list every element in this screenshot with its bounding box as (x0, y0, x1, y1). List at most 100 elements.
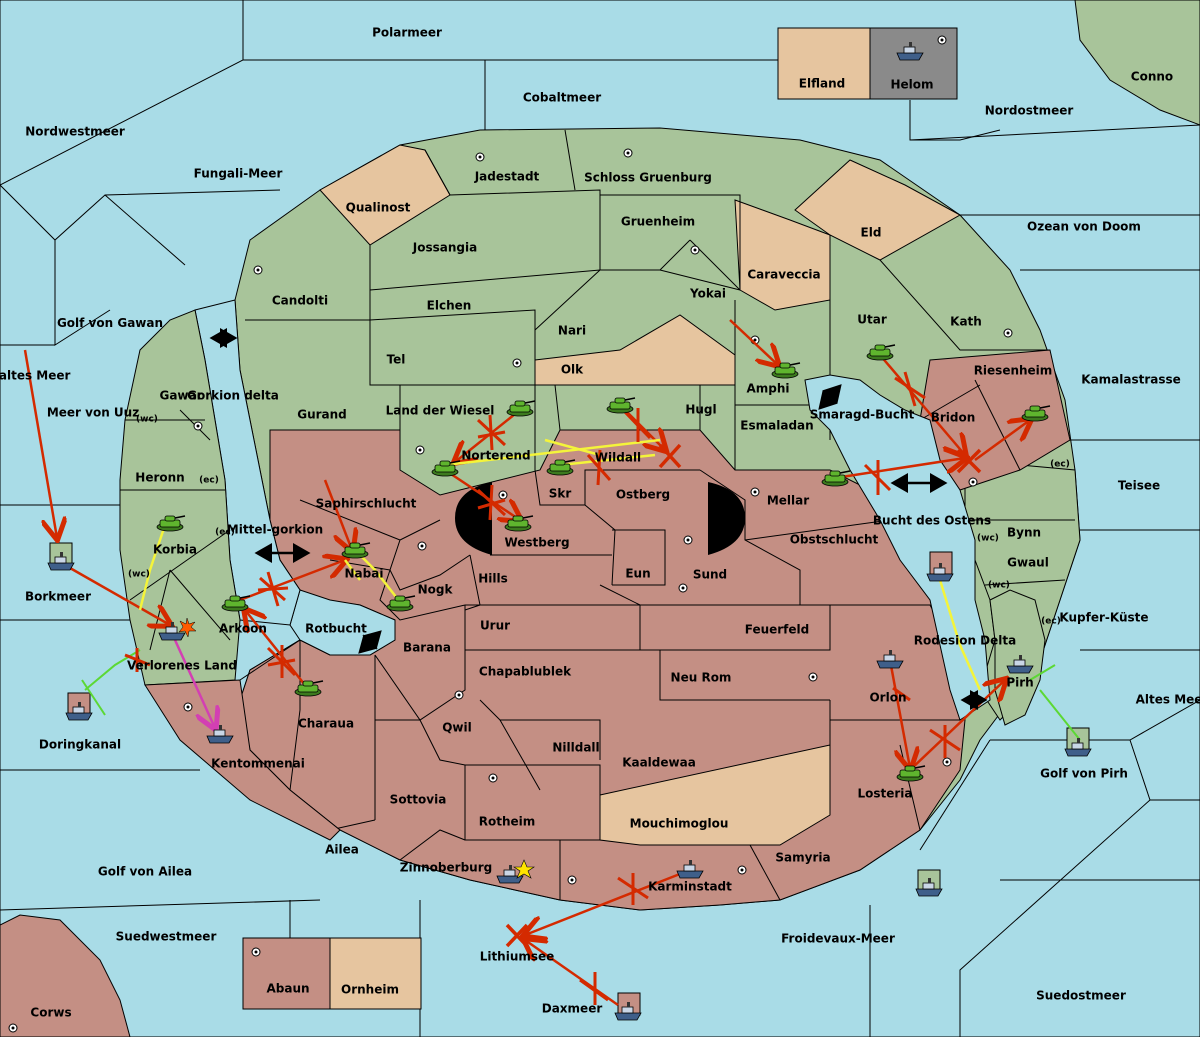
coast-gawar-wc: (wc) (136, 415, 158, 425)
label-nordwestmeer: Nordwestmeer (25, 125, 125, 139)
conno-land (1074, 0, 1200, 126)
coast-korbia-wc: (wc) (128, 570, 150, 580)
label-westberg: Westberg (504, 536, 569, 550)
label-ostberg: Ostberg (616, 488, 670, 502)
label-qwil: Qwil (442, 721, 472, 735)
retreat-order (173, 639, 215, 728)
label-gwaul: Gwaul (1007, 556, 1049, 570)
label-hugl: Hugl (685, 403, 716, 417)
label-corws: Corws (30, 1006, 71, 1020)
smaragd-bucht-sea (804, 374, 991, 721)
corws-land (0, 914, 131, 1037)
label-nilldall: Nilldall (552, 741, 599, 755)
label-tel: Tel (387, 353, 406, 367)
label-conno: Conno (1131, 70, 1173, 84)
label-samyria: Samyria (775, 851, 830, 865)
coast-teisee-ec: (ec) (1050, 460, 1070, 470)
label-polarmeer: Polarmeer (372, 26, 442, 40)
label-fungali-meer: Fungali-Meer (194, 167, 283, 181)
label-sund: Sund (693, 568, 727, 582)
coast-heronn-ec: (ec) (199, 476, 219, 486)
label-smaragd-bucht: Smaragd-Bucht (810, 408, 915, 422)
label-gorkion-delta: Gorkion delta (187, 389, 279, 403)
label-skr: Skr (549, 487, 572, 501)
label-elchen: Elchen (427, 299, 472, 313)
support-orders (138, 438, 982, 691)
label-heronn: Heronn (135, 471, 184, 485)
label-ozean-von-doom: Ozean von Doom (1027, 220, 1141, 234)
label-eun: Eun (625, 567, 650, 581)
label-rotheim: Rotheim (479, 815, 536, 829)
label-golf-von-pirh: Golf von Pirh (1040, 767, 1128, 781)
label-nordostmeer: Nordostmeer (985, 104, 1074, 118)
supply-centers (8, 35, 1013, 1033)
label-altes-meer: Altes Meer (1136, 693, 1200, 707)
province-labels: Polarmeer Cobaltmeer Elfland Helom Conno… (0, 26, 1200, 1020)
label-arkoon: Arkoon (219, 622, 267, 636)
label-golf-von-ailea: Golf von Ailea (98, 865, 192, 879)
label-kupfer-kuste: Kupfer-Küste (1059, 611, 1148, 625)
label-hills: Hills (478, 572, 508, 586)
label-urur: Urur (480, 619, 510, 633)
label-meer-von-uuz: Meer von Uuz (47, 406, 139, 420)
label-korbia: Korbia (153, 543, 197, 557)
label-norterend: Norterend (461, 449, 530, 463)
coast-bynn-wc: (wc) (977, 534, 999, 544)
label-gruenheim: Gruenheim (621, 215, 695, 229)
convoy-orders (81, 649, 1081, 741)
label-bridon: Bridon (931, 411, 976, 425)
label-karminstadt: Karminstadt (648, 880, 732, 894)
label-rotbucht: Rotbucht (305, 622, 367, 636)
label-pirh: Pirh (1006, 676, 1033, 690)
label-borkmeer: Borkmeer (25, 590, 91, 604)
coast-labels: (wc) (ec) (ec) (wc) (ec) (wc) (wc) (ec) (128, 415, 1070, 627)
label-mouchimoglou: Mouchimoglou (630, 817, 729, 831)
canal-east (708, 482, 745, 555)
label-sottovia: Sottovia (390, 793, 447, 807)
label-olk: Olk (561, 363, 584, 377)
coast-gwaul-ec: (ec) (1041, 617, 1061, 627)
label-verlorenes-land: Verlorenes Land (127, 659, 237, 673)
label-bynn: Bynn (1007, 526, 1041, 540)
label-kath: Kath (950, 315, 982, 329)
label-qualinost: Qualinost (346, 201, 411, 215)
label-daxmeer: Daxmeer (542, 1002, 603, 1016)
label-elfland: Elfland (799, 77, 845, 91)
label-ailea: Ailea (325, 843, 359, 857)
label-losteria: Losteria (857, 787, 912, 801)
label-gawar: Gawar (159, 389, 202, 403)
label-lithiumsee: Lithiumsee (480, 950, 555, 964)
coast-gwaul-wc: (wc) (988, 581, 1010, 591)
label-obstschlucht: Obstschlucht (790, 533, 879, 547)
label-utar: Utar (857, 313, 887, 327)
label-bucht-des-ostens: Bucht des Ostens (873, 514, 991, 528)
failed-marks (124, 371, 961, 1005)
label-land-der-wiesel: Land der Wiesel (386, 404, 495, 418)
label-jossangia: Jossangia (412, 241, 477, 255)
label-kentommenai: Kentommenai (211, 757, 305, 771)
label-zinnoberburg: Zinnoberburg (400, 861, 492, 875)
label-gurand: Gurand (297, 408, 347, 422)
label-cobaltmeer: Cobaltmeer (523, 91, 601, 105)
label-neu-rom: Neu Rom (671, 671, 732, 685)
label-mellar: Mellar (767, 494, 809, 508)
label-barana: Barana (403, 641, 451, 655)
label-yokai: Yokai (689, 287, 726, 301)
label-abaun: Abaun (266, 982, 309, 996)
label-feuerfeld: Feuerfeld (745, 623, 810, 637)
label-esmaladan: Esmaladan (740, 419, 813, 433)
canal-west (455, 482, 492, 555)
label-jadestadt: Jadestadt (474, 170, 540, 184)
elfland-box (777, 27, 871, 100)
label-teisee: Teisee (1118, 479, 1160, 493)
label-rodesion-delta: Rodesion Delta (914, 634, 1016, 648)
label-kaaldewaa: Kaaldewaa (622, 756, 696, 770)
western-island (119, 309, 341, 841)
label-doringkanal: Doringkanal (39, 738, 121, 752)
label-nogk: Nogk (418, 583, 454, 597)
label-chapablublek: Chapablublek (479, 665, 572, 679)
label-mittelgorkion: Mittel-gorkion (227, 523, 323, 537)
label-kaltes-meer: Kaltes Meer (0, 369, 71, 383)
